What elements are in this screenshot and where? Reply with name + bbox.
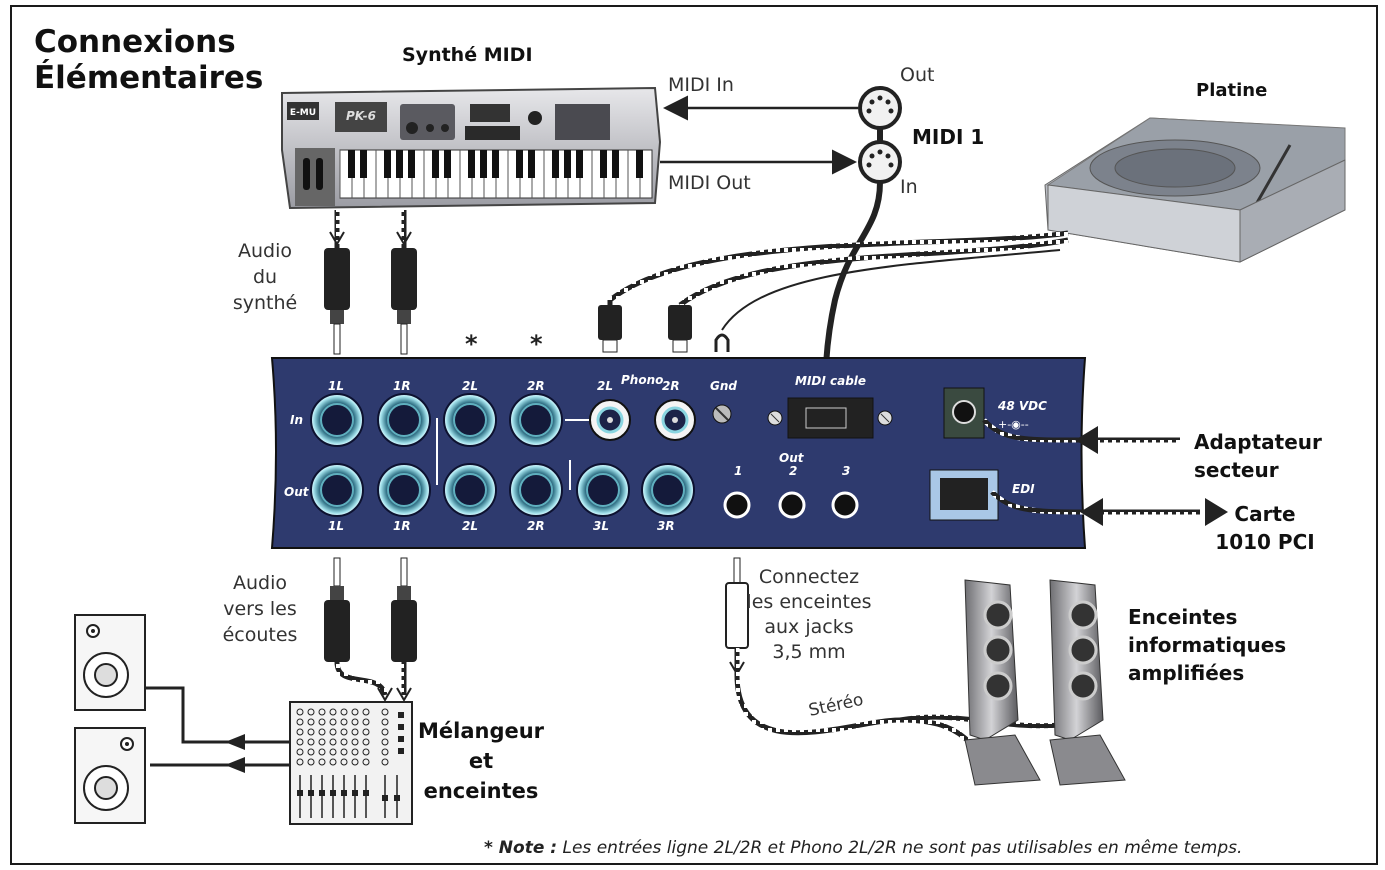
stereo-label: Stéréo	[807, 690, 865, 721]
jack-output-3r	[641, 463, 695, 517]
diagram-frame	[10, 5, 1378, 865]
monitor-plug-right	[391, 557, 417, 662]
phono-label-2l: 2L	[597, 379, 613, 393]
phono-plug-left	[598, 300, 622, 353]
jack-output-3l	[576, 463, 630, 517]
dc-label: 48 VDC	[997, 399, 1047, 413]
out-label-1l: 1L	[328, 519, 344, 533]
out-number-2: 2	[789, 464, 797, 478]
asterisk-2r: *	[530, 330, 543, 358]
footnote-label: * Note :	[484, 838, 558, 858]
midi-out-connector	[858, 86, 902, 130]
monitor-speaker-bottom	[74, 727, 146, 824]
speaker-out-2	[778, 491, 806, 519]
dc-polarity-symbol: +-◉--	[998, 418, 1029, 431]
speaker-out-3	[831, 491, 859, 519]
jack-input-1l	[310, 393, 364, 447]
title-line-2: Élémentaires	[34, 60, 264, 96]
row-label-out: Out	[284, 485, 310, 499]
out-label-2r: 2R	[527, 519, 545, 533]
synth-audio-plug-right	[391, 248, 417, 355]
interface-panel: In Out 1L 1R 2L 2R 1L 1R 2L 2R 3L 3R 2L …	[270, 357, 1087, 549]
midi-in-connector	[858, 140, 902, 184]
midi-out-cable-label: MIDI Out	[668, 172, 751, 194]
midi-in-port-label: In	[900, 176, 918, 198]
jack-input-2r	[509, 393, 563, 447]
midi-in-cable-label: MIDI In	[668, 74, 734, 96]
out-number-3: 3	[842, 464, 850, 478]
out-header-label: Out	[779, 451, 805, 465]
jack-output-1r	[377, 463, 431, 517]
midi-port-label: MIDI 1	[912, 125, 985, 149]
in-label-2l: 2L	[462, 379, 478, 393]
midi-cable-label: MIDI cable	[795, 374, 866, 388]
footnote-text: Les entrées ligne 2L/2R et Phono 2L/2R n…	[557, 838, 1243, 858]
speaker-out-1	[723, 491, 751, 519]
midi-out-port-label: Out	[900, 64, 935, 86]
title-line-1: Connexions	[34, 24, 236, 60]
keyboard-keys	[339, 150, 643, 198]
monitor-speaker-top	[74, 614, 146, 711]
out-label-1r: 1R	[393, 519, 411, 533]
turntable-device	[1044, 117, 1346, 263]
jack-output-2r	[509, 463, 563, 517]
monitor-plug-left	[324, 557, 350, 662]
jack-input-1r	[377, 393, 431, 447]
svg-text:E-MU: E-MU	[290, 108, 316, 118]
out-number-1: 1	[734, 464, 742, 478]
computer-speaker-right	[1049, 579, 1126, 786]
synth-audio-plug-left	[324, 248, 350, 355]
out-label-2l: 2L	[462, 519, 478, 533]
gnd-label: Gnd	[710, 379, 737, 393]
out-label-3l: 3L	[593, 519, 609, 533]
phono-label: Phono	[621, 373, 663, 387]
in-label-1r: 1R	[393, 379, 411, 393]
synth-label: Synthé MIDI	[402, 44, 533, 66]
midi-cable-port	[767, 397, 893, 439]
jack-output-1l	[310, 463, 364, 517]
footnote: * Note : Les entrées ligne 2L/2R et Phon…	[484, 838, 1242, 858]
jack-output-2l	[443, 463, 497, 517]
in-label-2r: 2R	[527, 379, 545, 393]
out-label-3r: 3R	[657, 519, 675, 533]
row-label-in: In	[290, 413, 303, 427]
ground-lug	[714, 333, 730, 352]
in-label-1l: 1L	[328, 379, 344, 393]
synth-keyboard: E-MU PK-6	[281, 86, 662, 210]
phono-label-2r: 2R	[662, 379, 680, 393]
jack-input-2l	[443, 393, 497, 447]
turntable-label: Platine	[1196, 80, 1268, 101]
mixer-device	[289, 701, 413, 825]
phono-plug-right	[668, 305, 692, 353]
synth-model-text: PK-6	[346, 109, 376, 123]
edi-label: EDI	[1012, 482, 1035, 496]
computer-speaker-left	[964, 579, 1041, 786]
asterisk-2l: *	[465, 330, 478, 358]
